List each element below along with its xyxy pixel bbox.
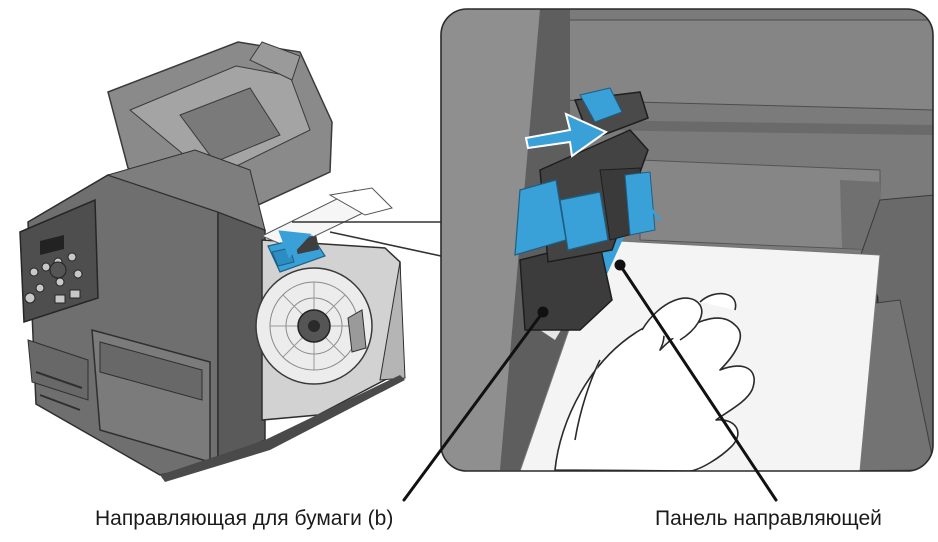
detail-inset bbox=[440, 8, 934, 472]
printer-illustration bbox=[19, 41, 406, 482]
leader-dot-guide-panel bbox=[614, 259, 626, 271]
leader-lines bbox=[402, 259, 778, 502]
paper-guide-label: Направляющая для бумаги (b) bbox=[95, 507, 394, 530]
leader-line-paper-guide bbox=[402, 310, 545, 502]
leader-line-guide-panel bbox=[618, 263, 778, 502]
leader-dot-paper-guide bbox=[537, 306, 549, 318]
callout-connectors bbox=[292, 221, 442, 257]
guide-panel-label: Панель направляющей bbox=[655, 507, 882, 530]
